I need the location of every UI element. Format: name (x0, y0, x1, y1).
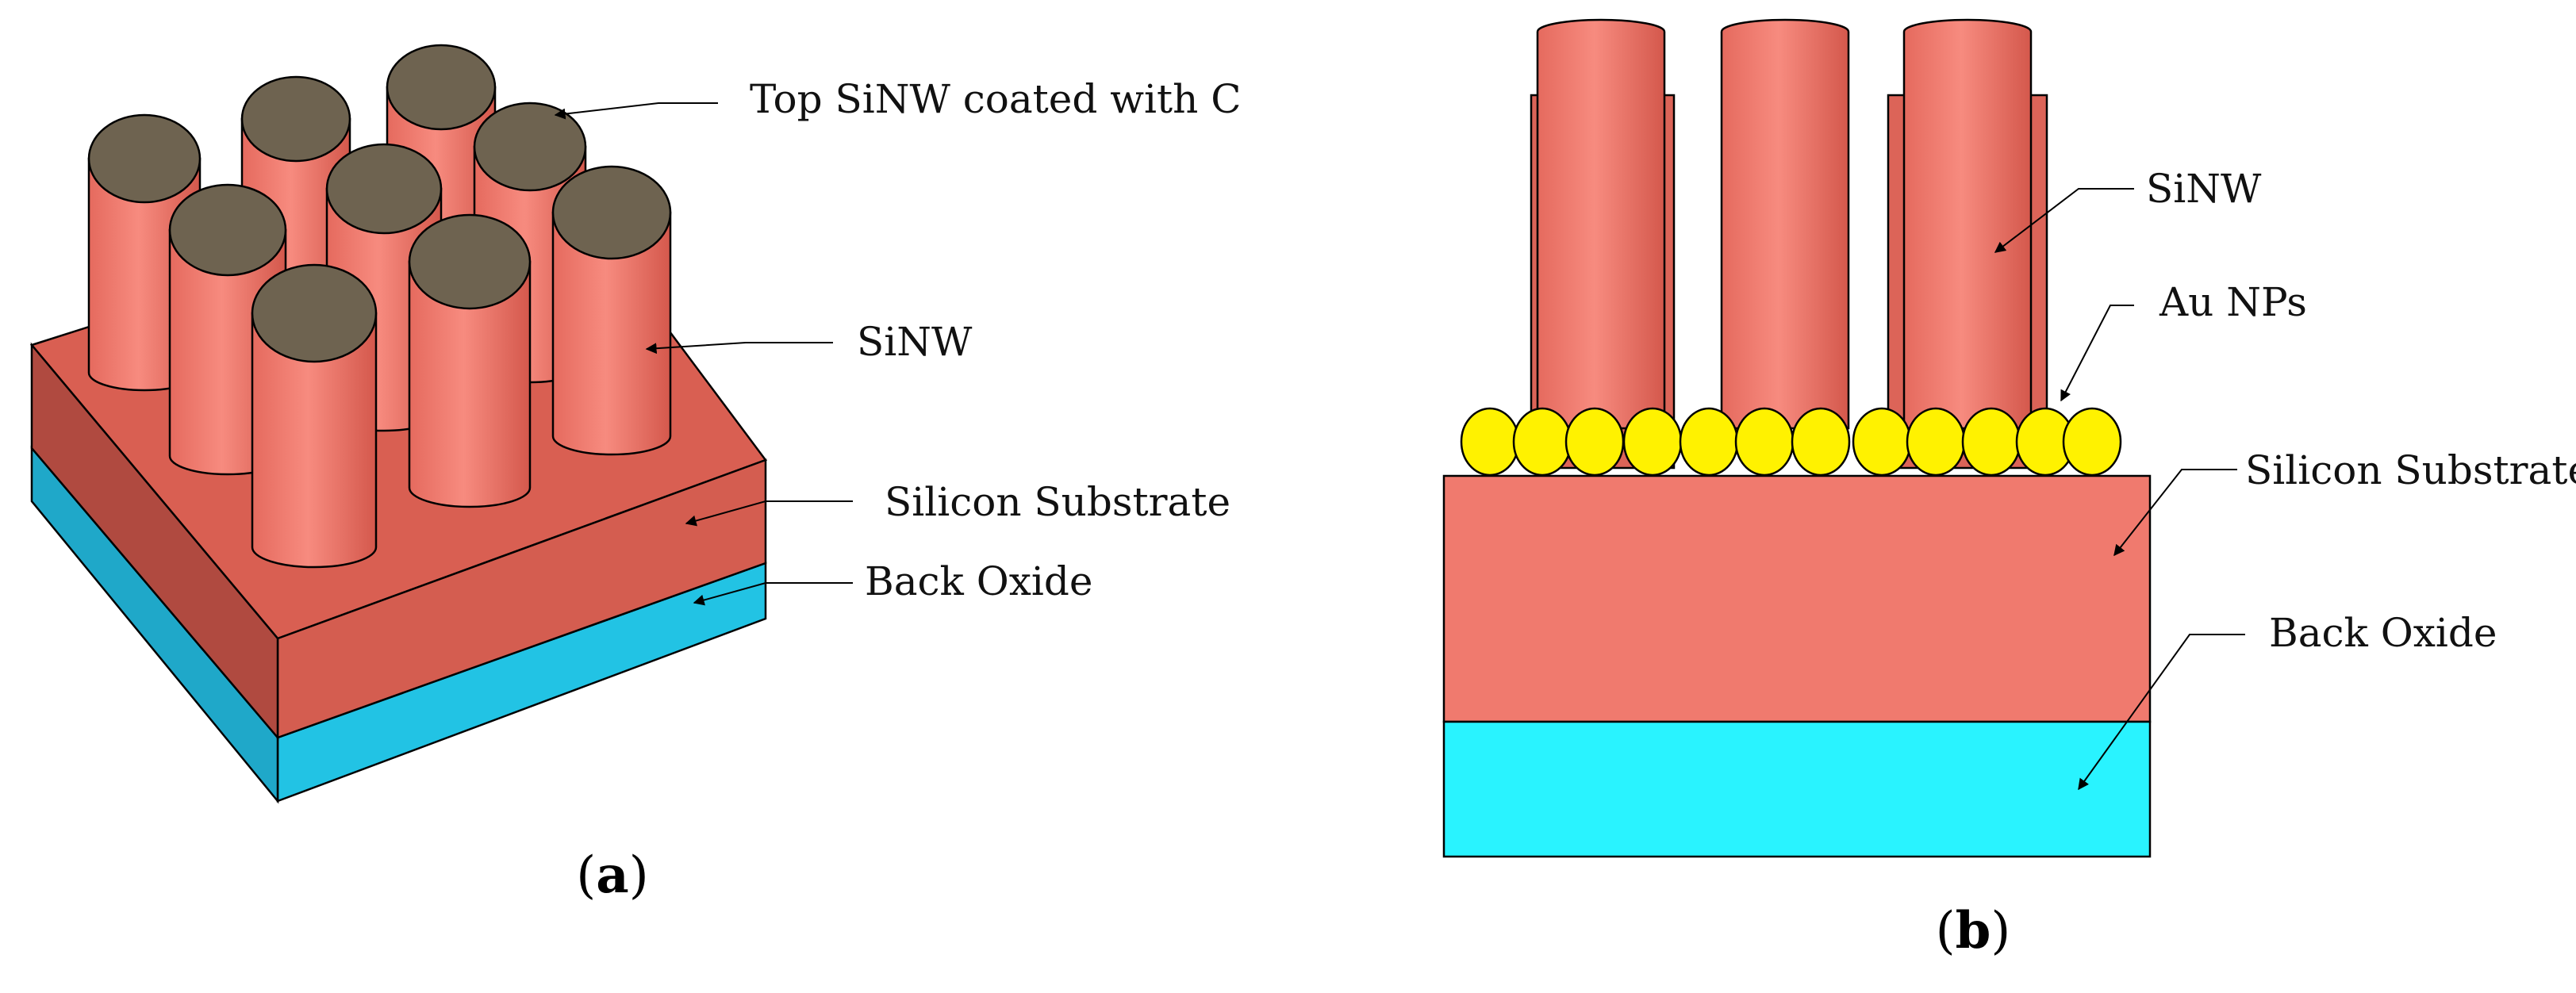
leader-au-nps (2060, 305, 2134, 402)
substrate-left-face (30, 342, 279, 741)
au-nanoparticle (1852, 407, 1912, 477)
au-nanoparticle (2062, 407, 2122, 477)
au-nanoparticle (1512, 407, 1572, 477)
carbon-cap (551, 165, 672, 260)
leader-back-oxide-b (2078, 634, 2245, 791)
carbon-cap (168, 183, 287, 277)
carbon-cap (473, 102, 587, 192)
au-nanoparticle (1460, 407, 1520, 477)
au-nanoparticle (1564, 407, 1625, 477)
carbon-cap (408, 213, 532, 310)
label-sinw-a: SiNW (857, 319, 973, 365)
silicon-substrate-block-b (1442, 474, 2152, 723)
leader-top-coated (554, 102, 718, 120)
label-top-coated: Top SiNW coated with C (750, 76, 1241, 122)
au-nanoparticle (1961, 407, 2021, 477)
carbon-cap (87, 113, 202, 204)
leader-sinw (645, 342, 833, 355)
sinw-pillar (408, 213, 532, 508)
caption-a: (a) (576, 845, 648, 905)
sinw-side-pillar (1536, 18, 2033, 430)
back-oxide-layer-b (1442, 720, 2152, 858)
panel-b-leaders (1994, 188, 2245, 791)
label-substrate-a: Silicon Substrate (885, 479, 1230, 525)
carbon-cap (325, 143, 443, 235)
leader-sinw-b (1994, 188, 2134, 253)
au-nanoparticle-row (1460, 407, 2122, 477)
panel-a: Top SiNW coated with C SiNW Silicon Subs… (29, 44, 1241, 905)
sinw-pillar (251, 263, 378, 569)
au-nanoparticle (1679, 407, 1739, 477)
label-back-oxide-b: Back Oxide (2269, 610, 2497, 656)
carbon-cap (386, 44, 497, 131)
label-substrate-b: Silicon Substrate (2245, 447, 2576, 493)
leader-substrate (685, 500, 853, 527)
au-nanoparticle (1734, 407, 1795, 477)
sinw-pillar (551, 165, 672, 456)
leader-substrate-b (2113, 469, 2237, 557)
au-nanoparticle (1791, 407, 1851, 477)
caption-b: (b) (1936, 901, 2011, 960)
au-nanoparticle (1622, 407, 1683, 477)
leader-back-oxide (693, 582, 853, 606)
au-nanoparticle (1906, 407, 1966, 477)
sinw-pillar-array (87, 44, 672, 569)
carbon-cap (240, 75, 351, 163)
label-back-oxide-a: Back Oxide (865, 558, 1093, 604)
label-au-nps: Au NPs (2159, 279, 2307, 325)
panel-b: SiNW Au NPs Silicon Substrate Back Oxide… (1442, 18, 2576, 960)
panel-a-leaders (554, 102, 853, 606)
label-sinw-b: SiNW (2146, 166, 2262, 212)
carbon-cap (251, 263, 378, 363)
